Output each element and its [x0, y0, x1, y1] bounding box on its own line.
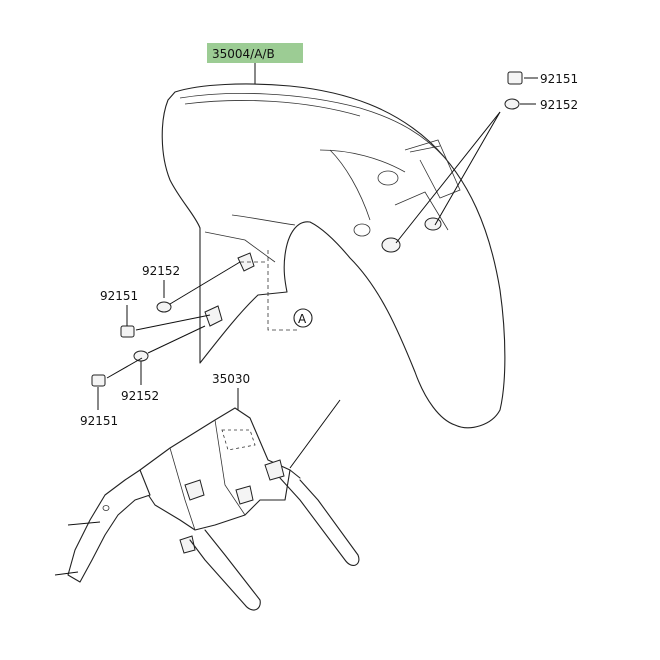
ref-marker-a-label: A [298, 312, 307, 326]
washer-label-left-upper: 92152 [142, 264, 180, 278]
bracket-tab-2 [235, 485, 254, 505]
mount-boss-left-2 [204, 305, 223, 327]
washer-label-left-lower: 92152 [121, 389, 159, 403]
ref-marker-a [293, 308, 313, 328]
washer-icon-left-upper [156, 301, 172, 313]
mount-hole-right-1 [381, 237, 401, 253]
fender-part-label: 35004/A/B [212, 47, 275, 61]
bolt-icon-left-upper [120, 325, 135, 338]
bolt-label-left-lower: 92151 [80, 414, 118, 428]
bolt-label-right: 92151 [540, 72, 578, 86]
fender-part-highlight [207, 43, 303, 63]
mount-hole-right-2 [424, 217, 442, 231]
inner-fender-part-label: 35030 [212, 372, 250, 386]
inner-fender-bracket [54, 407, 360, 611]
bracket-tab-1 [184, 479, 205, 501]
washer-label-right: 92152 [540, 98, 578, 112]
bracket-tab-3 [264, 459, 285, 481]
washer-icon-left-lower [133, 350, 149, 362]
left-hardware [91, 261, 241, 410]
bolt-label-left-upper: 92151 [100, 289, 138, 303]
washer-icon-right [504, 98, 520, 110]
bolt-icon-left-lower [91, 374, 106, 387]
bolt-icon-right [507, 71, 523, 85]
right-hardware [395, 71, 538, 244]
front-fender [161, 83, 506, 429]
bracket-tab-4 [179, 535, 196, 554]
mount-boss-left-1 [237, 252, 255, 272]
